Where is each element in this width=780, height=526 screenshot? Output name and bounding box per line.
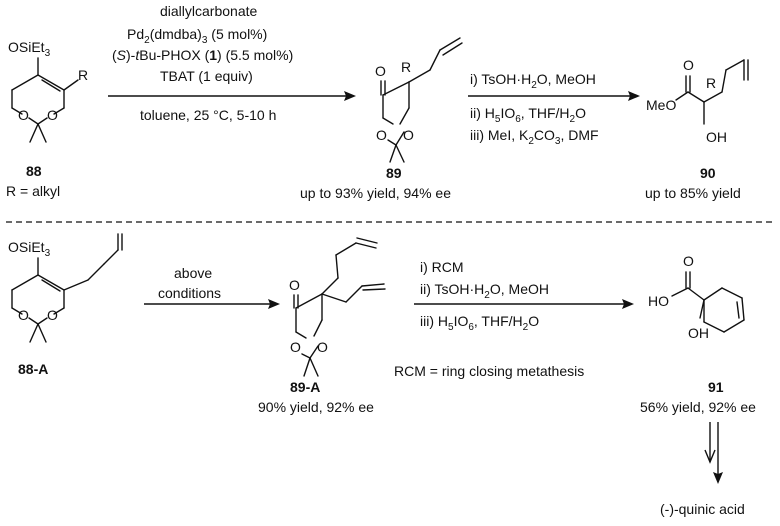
cond-tbat: TBAT (1 equiv): [160, 68, 253, 84]
step-top-ii: ii) H5IO6, THF/H2O: [470, 105, 586, 125]
r-group-89: R: [401, 59, 411, 75]
cond-above: above: [174, 265, 212, 281]
osiet3-group: OSiEt3: [8, 39, 51, 59]
note-89A: 90% yield, 92% ee: [258, 399, 374, 415]
r-group: R: [78, 67, 88, 83]
ring-oxygen-88A-1: O: [18, 307, 29, 323]
carbonyl-oxygen-91: O: [683, 253, 694, 269]
cond-conditions: conditions: [158, 285, 221, 301]
ketone-oxygen-89A: O: [289, 277, 300, 293]
step-top-iii: iii) MeI, K2CO3, DMF: [470, 127, 599, 147]
step-top-i: i) TsOH·H2O, MeOH: [470, 71, 596, 91]
ring-oxygen-89A-2: O: [317, 339, 328, 355]
ring-oxygen-89b: O: [403, 127, 414, 143]
ketone-oxygen: O: [375, 63, 386, 79]
label-90: 90: [700, 165, 716, 181]
compound-89: O R O O: [375, 37, 463, 163]
cond-diallylcarbonate: diallylcarbonate: [160, 3, 257, 19]
label-91: 91: [708, 379, 724, 395]
note-89: up to 93% yield, 94% ee: [300, 185, 451, 201]
compound-88A: OSiEt3 O O: [8, 233, 123, 343]
label-89A: 89-A: [290, 379, 320, 395]
compound-89A: O O O: [289, 237, 386, 377]
ring-oxygen-2: O: [47, 107, 58, 123]
compound-91: O HO OH: [648, 253, 745, 341]
final-product: (-)-quinic acid: [660, 501, 745, 517]
ring-oxygen-89A-1: O: [290, 339, 301, 355]
multistep-arrow-down: [704, 422, 723, 484]
ring-oxygen-89a: O: [376, 127, 387, 143]
osiet3-group-88A: OSiEt3: [8, 239, 51, 259]
r-group-90: R: [706, 75, 716, 91]
methoxy-90: MeO: [646, 97, 676, 113]
ring-oxygen-1: O: [18, 107, 29, 123]
step-bottom-i: i) RCM: [420, 259, 464, 275]
hydroxyl-91: OH: [688, 325, 709, 341]
label-89: 89: [386, 165, 402, 181]
carbonyl-oxygen-90: O: [683, 57, 694, 73]
label-88A: 88-A: [18, 361, 48, 377]
compound-88: OSiEt3 O O R: [8, 39, 88, 143]
label-88: 88: [26, 163, 42, 179]
ring-oxygen-88A-2: O: [47, 307, 58, 323]
cond-pd-catalyst: Pd2(dmdba)3 (5 mol%): [127, 26, 267, 46]
hydroxyl-90: OH: [706, 129, 727, 145]
rcm-definition: RCM = ring closing metathesis: [394, 363, 584, 379]
note-90: up to 85% yield: [645, 185, 741, 201]
cond-solvent: toluene, 25 °C, 5-10 h: [140, 107, 276, 123]
cond-ligand: (S)-tBu-PHOX (1) (5.5 mol%): [112, 47, 293, 63]
compound-90: O MeO R OH: [646, 57, 749, 145]
note-88: R = alkyl: [6, 183, 60, 199]
step-bottom-iii: iii) H5IO6, THF/H2O: [420, 313, 539, 333]
note-91: 56% yield, 92% ee: [640, 399, 756, 415]
step-bottom-ii: ii) TsOH·H2O, MeOH: [420, 281, 549, 301]
carboxyl-ho-91: HO: [648, 293, 669, 309]
